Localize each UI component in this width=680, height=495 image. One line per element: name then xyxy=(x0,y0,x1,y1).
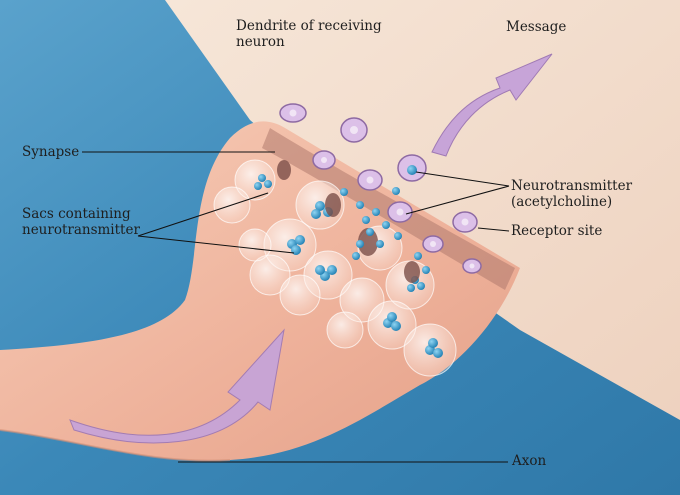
message-label: Message xyxy=(506,19,567,35)
synapse-label: Synapse xyxy=(22,144,80,160)
axon-label: Axon xyxy=(512,453,547,469)
vesicles xyxy=(213,159,457,377)
dendrite-label: Dendrite of receiving neuron xyxy=(236,18,382,50)
message-arrow xyxy=(431,53,553,157)
leader-lines xyxy=(82,151,510,463)
receptor-site-label: Receptor site xyxy=(511,223,603,239)
release-sites xyxy=(277,160,420,283)
vesicle-neurotransmitter-clusters xyxy=(254,174,443,358)
sacs-label: Sacs containing neurotransmitter xyxy=(22,206,140,238)
cleft-neurotransmitter xyxy=(340,171,430,274)
neurotransmitter-label: Neurotransmitter (acetylcholine) xyxy=(511,178,633,210)
impulse-arrow xyxy=(69,328,285,444)
